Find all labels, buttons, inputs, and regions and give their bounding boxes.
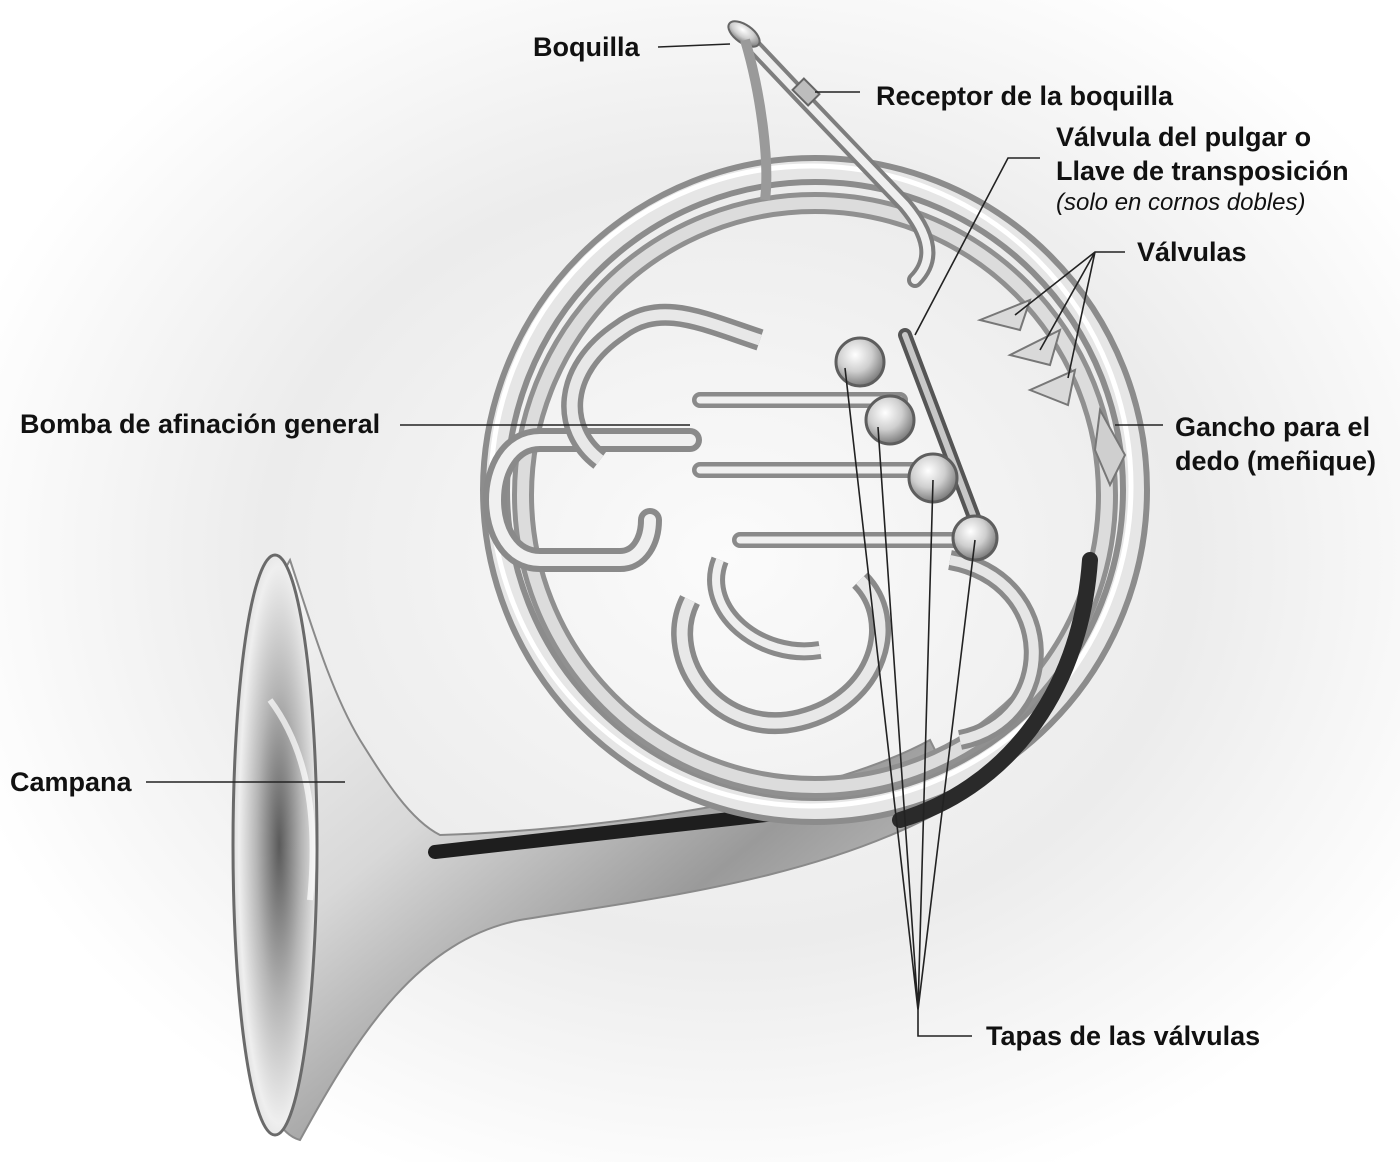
label-valvula-pulgar-line1: Válvula del pulgar o (1056, 120, 1349, 154)
label-gancho-line1: Gancho para el (1175, 410, 1376, 444)
label-valvula-pulgar: Válvula del pulgar o Llave de transposic… (1056, 120, 1349, 218)
label-campana-text: Campana (10, 767, 132, 797)
label-valvulas-text: Válvulas (1137, 237, 1247, 267)
label-boquilla-text: Boquilla (533, 32, 640, 62)
label-receptor: Receptor de la boquilla (876, 79, 1173, 113)
label-valvulas: Válvulas (1137, 235, 1247, 269)
label-bomba: Bomba de afinación general (20, 407, 380, 441)
label-campana: Campana (10, 765, 132, 799)
label-boquilla: Boquilla (533, 30, 640, 64)
leadpipe (724, 16, 927, 280)
label-valvula-pulgar-line2: Llave de transposición (1056, 154, 1349, 188)
label-tapas-text: Tapas de las válvulas (986, 1021, 1260, 1051)
label-tapas: Tapas de las válvulas (986, 1019, 1260, 1053)
valve-cap-2-icon (866, 396, 914, 444)
label-valvula-pulgar-note: (solo en cornos dobles) (1056, 188, 1349, 218)
bell (233, 555, 960, 1140)
label-bomba-text: Bomba de afinación general (20, 409, 380, 439)
label-receptor-text: Receptor de la boquilla (876, 81, 1173, 111)
label-gancho: Gancho para el dedo (meñique) (1175, 410, 1376, 478)
valve-cap-1-icon (836, 338, 884, 386)
leader-boquilla (658, 44, 730, 47)
valve-lever-icon (1010, 330, 1060, 365)
label-gancho-line2: dedo (meñique) (1175, 444, 1376, 478)
valve-lever-icon (980, 300, 1030, 330)
valve-cap-4-icon (953, 516, 997, 560)
